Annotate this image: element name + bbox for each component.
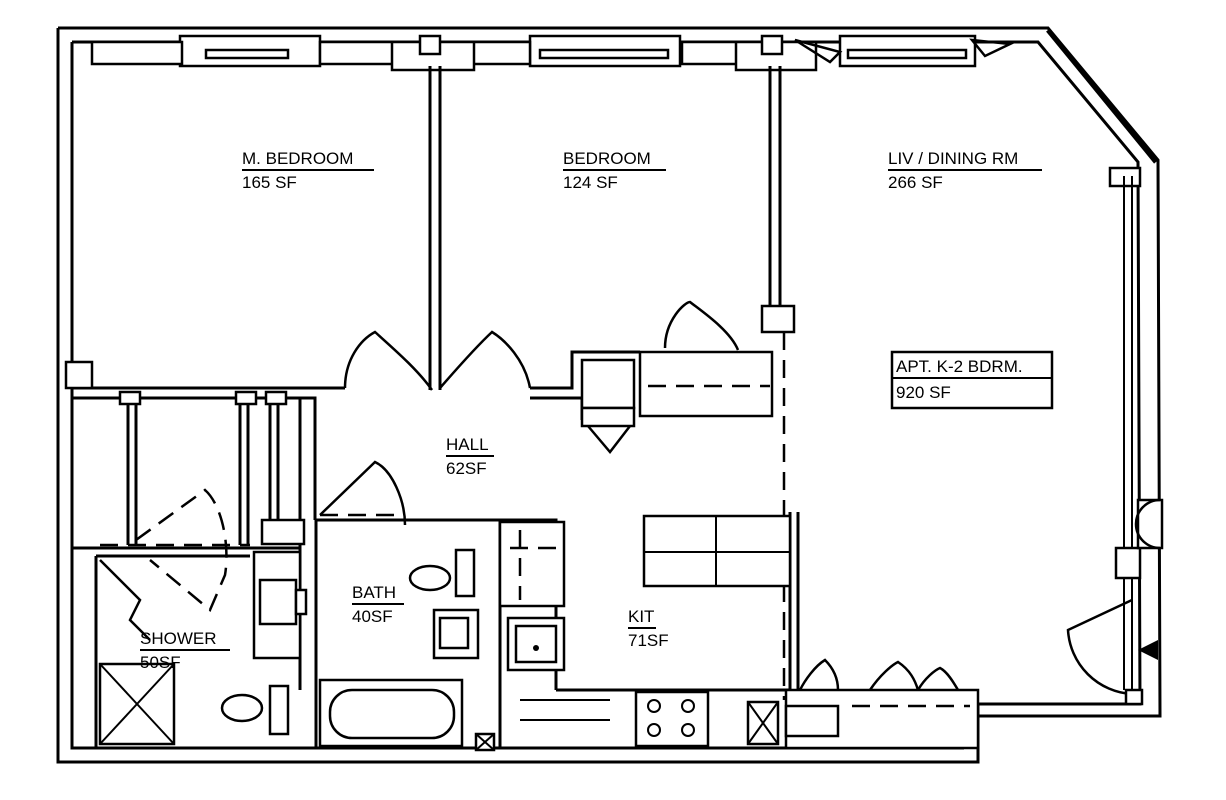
top-windows xyxy=(90,34,1142,188)
svg-text:BATH: BATH xyxy=(352,583,396,602)
svg-text:50SF: 50SF xyxy=(140,653,181,672)
svg-text:SHOWER: SHOWER xyxy=(140,629,217,648)
room-label-shower: SHOWER 50SF xyxy=(140,629,230,672)
svg-text:APT. K-2 BDRM.: APT. K-2 BDRM. xyxy=(896,357,1023,376)
room-label-living-dining: LIV / DINING RM 266 SF xyxy=(888,149,1042,192)
room-label-master-bedroom: M. BEDROOM 165 SF xyxy=(242,149,374,192)
svg-text:165 SF: 165 SF xyxy=(242,173,297,192)
svg-text:HALL: HALL xyxy=(446,435,489,454)
svg-text:LIV / DINING RM: LIV / DINING RM xyxy=(888,149,1018,168)
room-label-hall: HALL 62SF xyxy=(446,435,494,478)
svg-text:40SF: 40SF xyxy=(352,607,393,626)
unit-summary-box: APT. K-2 BDRM. 920 SF xyxy=(890,350,1054,410)
room-label-kitchen: KIT 71SF xyxy=(628,607,669,650)
right-window xyxy=(1066,176,1164,706)
room-label-bedroom: BEDROOM 124 SF xyxy=(563,149,666,192)
svg-text:KIT: KIT xyxy=(628,607,654,626)
svg-text:124 SF: 124 SF xyxy=(563,173,618,192)
svg-text:920 SF: 920 SF xyxy=(896,383,951,402)
fixtures xyxy=(98,514,792,752)
svg-text:62SF: 62SF xyxy=(446,459,487,478)
svg-text:71SF: 71SF xyxy=(628,631,669,650)
svg-text:BEDROOM: BEDROOM xyxy=(563,149,651,168)
doors xyxy=(99,330,960,691)
svg-text:266 SF: 266 SF xyxy=(888,173,943,192)
room-label-bath: BATH 40SF xyxy=(352,583,404,626)
svg-text:M. BEDROOM: M. BEDROOM xyxy=(242,149,353,168)
